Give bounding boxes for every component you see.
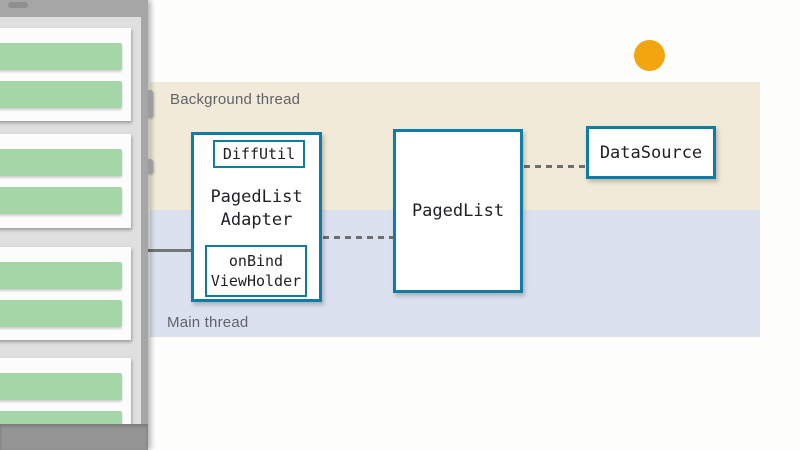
list-item-bar: [0, 300, 122, 327]
list-item-bar: [0, 411, 122, 424]
list-card: [0, 134, 131, 228]
main-thread-label: Main thread: [167, 314, 249, 331]
diffutil-box: DiffUtil: [213, 140, 305, 168]
list-item-bar: [0, 149, 122, 176]
onbind-label-line1: onBind: [228, 252, 284, 270]
datasource-box: DataSource: [586, 126, 716, 179]
orange-marker-dot: [634, 40, 665, 71]
list-card: [0, 358, 131, 424]
diffutil-label: DiffUtil: [222, 145, 296, 163]
list-item-bar: [0, 81, 122, 108]
phone-screen: [0, 17, 141, 424]
phone-bottom-bezel: [0, 424, 148, 450]
onbind-label-line2: ViewHolder: [210, 272, 302, 290]
list-item-bar: [0, 43, 122, 70]
onbindviewholder-box: onBind ViewHolder: [205, 245, 307, 297]
pagedlistadapter-label: PagedList Adapter: [194, 186, 319, 232]
background-thread-label: Background thread: [170, 91, 301, 108]
phone-side-button: [148, 90, 153, 118]
adapter-to-pagedlist-dashed-line: [323, 236, 393, 239]
pagedlistadapter-box: DiffUtil PagedList Adapter onBind ViewHo…: [191, 132, 322, 302]
list-card: [0, 247, 131, 340]
phone-mockup: [0, 0, 153, 450]
list-item-bar: [0, 187, 122, 214]
pagedlist-to-datasource-dashed-line: [524, 165, 586, 168]
pagedlistadapter-label-line2: Adapter: [220, 210, 293, 230]
list-card: [0, 28, 131, 121]
datasource-label: DataSource: [599, 142, 703, 163]
phone-to-adapter-connector: [146, 249, 207, 252]
phone-side-button: [148, 159, 153, 174]
pagedlist-label: PagedList: [411, 201, 505, 221]
phone-speaker-icon: [8, 2, 28, 8]
pagedlistadapter-label-line1: PagedList: [210, 187, 303, 207]
pagedlist-box: PagedList: [393, 129, 523, 293]
list-item-bar: [0, 262, 122, 289]
list-item-bar: [0, 373, 122, 400]
